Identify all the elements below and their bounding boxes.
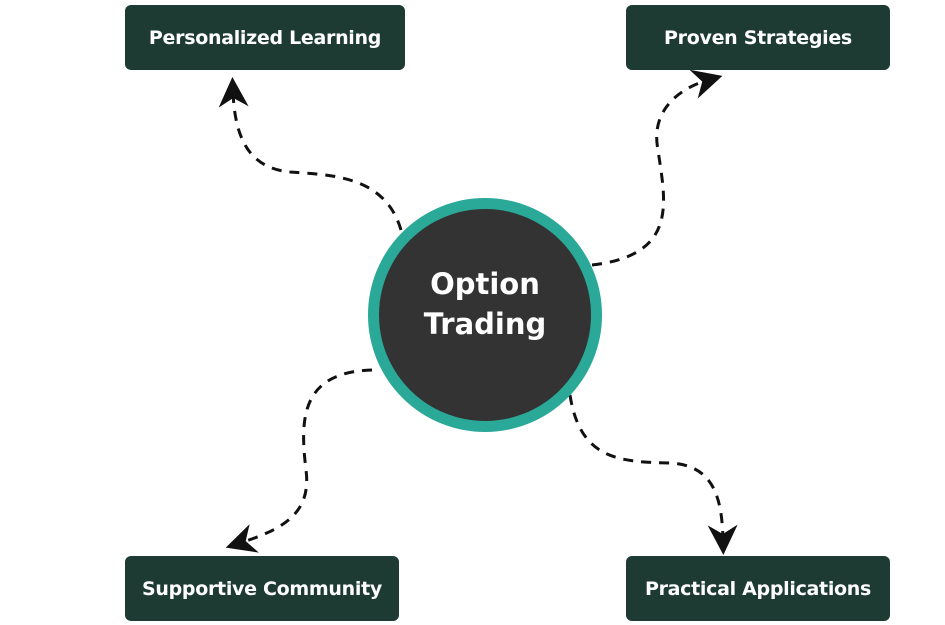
arrow-to-supportive-community (225, 368, 373, 553)
node-proven-strategies: Proven Strategies (626, 5, 890, 70)
center-title-line1: Option (430, 267, 540, 301)
arrow-to-practical-applications (568, 394, 738, 555)
arrow-to-personalized-learning (218, 77, 403, 231)
center-title-line2: Trading (423, 307, 547, 341)
arrow-to-proven-strategies (591, 69, 723, 267)
node-supportive-community: Supportive Community (125, 556, 399, 621)
node-personalized-learning: Personalized Learning (125, 5, 405, 70)
center-node-option-trading: Option Trading (368, 198, 602, 432)
node-practical-applications: Practical Applications (626, 556, 890, 621)
